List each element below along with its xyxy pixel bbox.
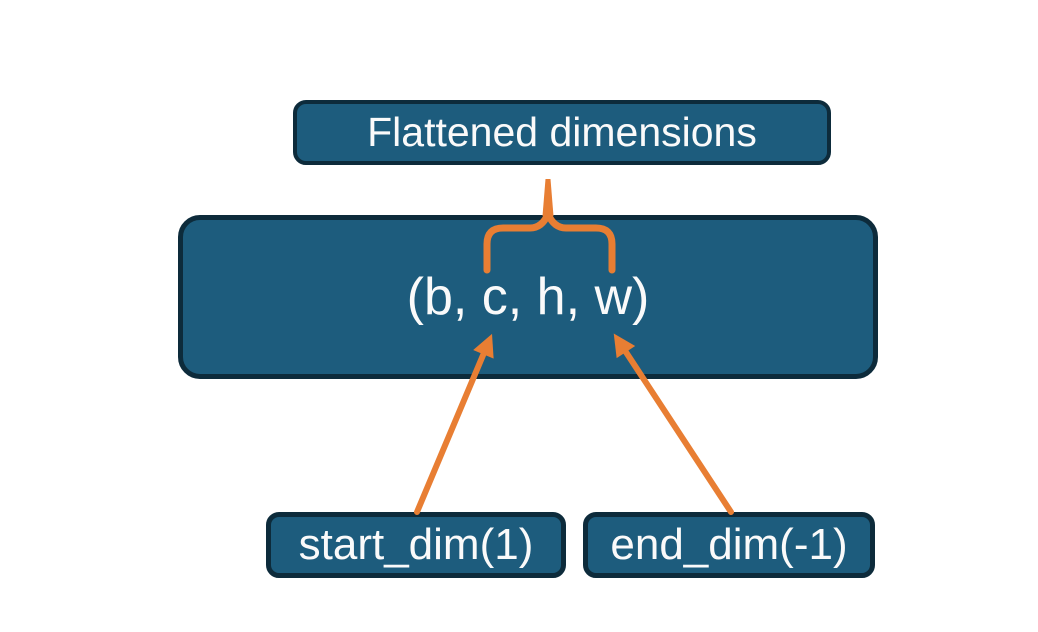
flattened-dimensions-box: Flattened dimensions: [293, 100, 831, 165]
start-dim-box: start_dim(1): [266, 512, 566, 578]
tensor-shape-label: (b, c, h, w): [406, 268, 650, 326]
start-dim-label: start_dim(1): [298, 520, 534, 569]
end-dim-label: end_dim(-1): [610, 520, 848, 569]
tensor-shape-box: (b, c, h, w): [178, 215, 878, 379]
flattened-dimensions-label: Flattened dimensions: [367, 109, 757, 155]
brace-stem: [542, 179, 554, 216]
end-dim-box: end_dim(-1): [583, 512, 875, 578]
